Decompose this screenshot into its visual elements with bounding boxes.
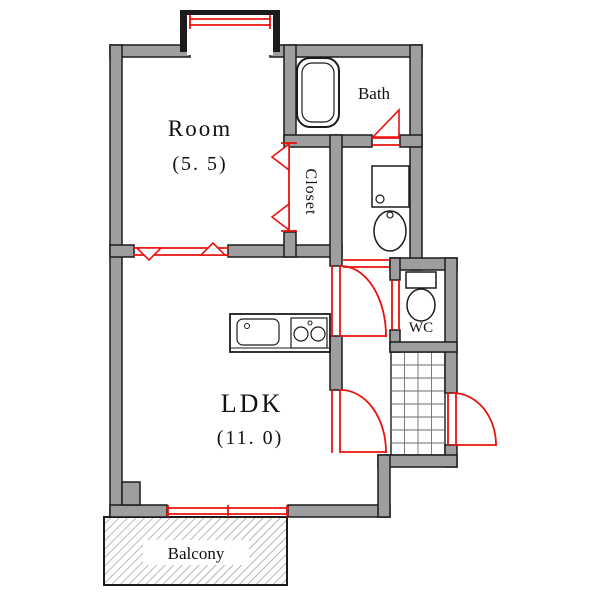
- bath-door-symbol: [371, 108, 400, 146]
- washing-machine-icon: [371, 165, 410, 208]
- kitchen-counter: [229, 313, 331, 353]
- room-right-wall-lower: [283, 231, 297, 258]
- washbasin-icon: [373, 210, 407, 252]
- stove-burner: [310, 326, 326, 342]
- ldk-size-label: (11. 0): [217, 427, 284, 449]
- basin-tap: [386, 211, 394, 219]
- outer-wall-left: [109, 44, 123, 518]
- bay-window-top-wall: [180, 10, 280, 15]
- washer-drain: [375, 194, 385, 204]
- door-swing-upper: [331, 265, 387, 337]
- bathtub-inner: [301, 62, 335, 123]
- outer-wall-right-lower: [444, 257, 458, 394]
- toilet-icon: [405, 271, 437, 322]
- wc-door-symbol: [391, 280, 400, 330]
- door-swing-arc: [452, 392, 497, 446]
- wc-bottom-wall: [389, 341, 458, 353]
- room-right-wall-upper: [283, 44, 297, 143]
- door-swing-triangle: [371, 108, 400, 138]
- door-swing-arc: [340, 265, 387, 337]
- door-direction-triangle: [270, 202, 290, 232]
- bay-window-glass-symbol: [189, 15, 271, 29]
- toilet-bowl: [406, 288, 436, 322]
- outer-wall-right-upper: [409, 44, 423, 271]
- room-labels: Room (5. 5) LDK (11. 0) Bath Closet WC: [168, 84, 433, 449]
- sliding-door-symbol-room-ldk: [133, 241, 229, 262]
- room-label: Room: [168, 116, 232, 141]
- kitchen-tap-icon: [244, 323, 250, 329]
- bay-window-side-wall-left: [180, 10, 187, 52]
- pillar-bottom-left: [121, 481, 141, 506]
- room-divider-stub: [109, 244, 135, 258]
- ldk-right-lower-wall: [377, 454, 391, 518]
- balcony-label: Balcony: [168, 544, 225, 563]
- wc-left-wall-upper: [389, 257, 401, 281]
- kitchen-sink-icon: [236, 318, 280, 346]
- balcony-label-bg: [143, 540, 249, 565]
- genkan-tile-area: [390, 351, 446, 456]
- stove-burner: [293, 326, 309, 342]
- outer-wall-bottom-left: [109, 504, 168, 518]
- bay-window: [180, 10, 280, 55]
- wc-label: WC: [409, 320, 433, 336]
- bath-bottom-wall-right: [399, 134, 423, 148]
- washer-pan: [371, 165, 410, 208]
- bay-window-side-wall-right: [273, 10, 280, 52]
- bay-window-floor: [187, 15, 273, 55]
- bath-bottom-wall-left: [283, 134, 373, 148]
- outer-wall-bottom-right: [287, 504, 391, 518]
- bathtub-icon: [296, 57, 340, 128]
- fixtures: [229, 57, 437, 353]
- closet-label: Closet: [302, 169, 319, 216]
- toilet-tank: [405, 271, 437, 289]
- bath-label: Bath: [358, 84, 391, 103]
- closet-right-wall: [329, 134, 343, 267]
- door-swing-lower: [331, 389, 387, 453]
- door-swing-arc: [340, 389, 387, 453]
- door-direction-triangle: [135, 247, 163, 262]
- opening-symbols: [133, 108, 497, 517]
- closet-door-symbol: [270, 142, 297, 232]
- room-size-label: (5. 5): [172, 153, 227, 175]
- balcony-area: Balcony: [103, 516, 288, 586]
- walls: [109, 44, 458, 518]
- door-direction-triangle: [270, 142, 290, 172]
- balcony-window-symbol: [166, 505, 289, 517]
- ldk-label: LDK: [221, 389, 283, 418]
- stove-knob: [307, 320, 313, 326]
- corridor-left-wall: [329, 335, 343, 391]
- door-direction-triangle: [199, 241, 227, 256]
- basin-bowl: [373, 210, 407, 252]
- entry-door-swing: [447, 392, 497, 446]
